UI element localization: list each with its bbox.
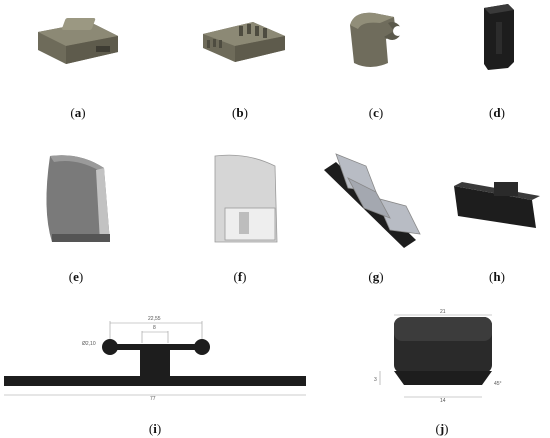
dim-j-top: 21: [440, 309, 446, 315]
dim-j-right: 45°: [494, 381, 502, 387]
dim-j-bottom: 14: [440, 398, 446, 404]
dim-j-left: 3: [374, 377, 377, 383]
render-c: [350, 12, 403, 67]
caption-d: (d): [489, 105, 505, 120]
caption-e: (e): [68, 269, 84, 284]
render-a: [38, 18, 118, 64]
dim-i-total: 77: [150, 396, 156, 402]
caption-f: (f): [233, 269, 247, 284]
render-h: [454, 182, 540, 228]
render-e: [46, 155, 110, 242]
caption-c: (c): [368, 105, 384, 120]
caption-i: (i): [148, 421, 162, 436]
caption-j: (j): [435, 421, 449, 436]
caption-h: (h): [489, 269, 505, 284]
render-g: [324, 153, 421, 248]
dim-i-top: 22,55: [148, 316, 161, 322]
drawing-i: 22,55 8 Ø2,10 77: [4, 316, 306, 402]
caption-a: (a): [70, 105, 86, 120]
caption-g: (g): [368, 269, 384, 284]
dim-i-mid: 8: [153, 325, 156, 331]
dim-i-dia: Ø2,10: [82, 341, 96, 347]
caption-b: (b): [232, 105, 248, 120]
render-b: [203, 22, 285, 62]
render-d: [484, 4, 514, 70]
render-f: [214, 154, 278, 243]
drawing-j: 21 3 14 45°: [374, 309, 502, 404]
